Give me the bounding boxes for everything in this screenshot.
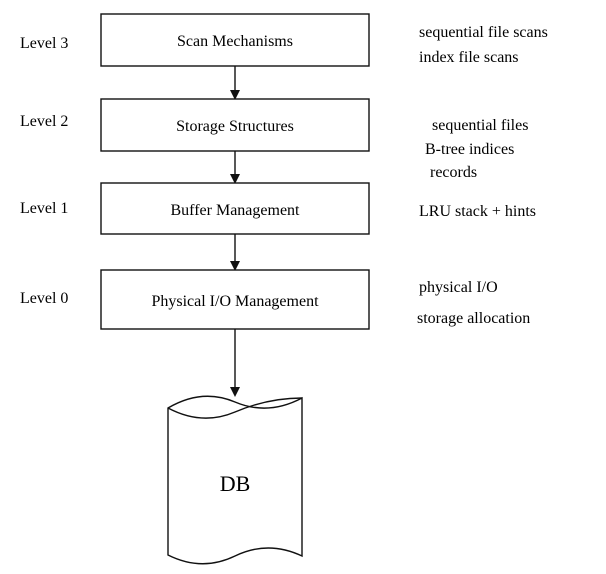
- level-1-label: Level 1: [20, 200, 68, 217]
- level-2-note-1: sequential files: [432, 117, 528, 134]
- level-0-note-2: storage allocation: [417, 310, 530, 327]
- level-2-label: Level 2: [20, 113, 68, 130]
- level-2-note-3: records: [430, 164, 477, 181]
- level-0-label: Level 0: [20, 290, 68, 307]
- level-3-note-1: sequential file scans: [419, 24, 548, 41]
- level-3-label: Level 3: [20, 35, 68, 52]
- level-1-note-1: LRU stack + hints: [419, 203, 536, 220]
- database-top-rim: [167, 397, 303, 419]
- storage-structures-box: [100, 98, 370, 152]
- level-2-note-2: B-tree indices: [425, 141, 514, 158]
- buffer-management-label: Buffer Management: [171, 202, 301, 219]
- buffer-management-box: [100, 182, 370, 235]
- storage-structures-label: Storage Structures: [176, 118, 294, 135]
- scan-mechanisms-label: Scan Mechanisms: [177, 33, 293, 50]
- database-label: DB: [220, 471, 251, 496]
- database-icon: [167, 395, 303, 565]
- level-3-note-2: index file scans: [419, 49, 519, 66]
- physical-io-management-label: Physical I/O Management: [151, 293, 319, 310]
- scan-mechanisms-box: [100, 13, 370, 67]
- level-0-note-1: physical I/O: [419, 279, 498, 296]
